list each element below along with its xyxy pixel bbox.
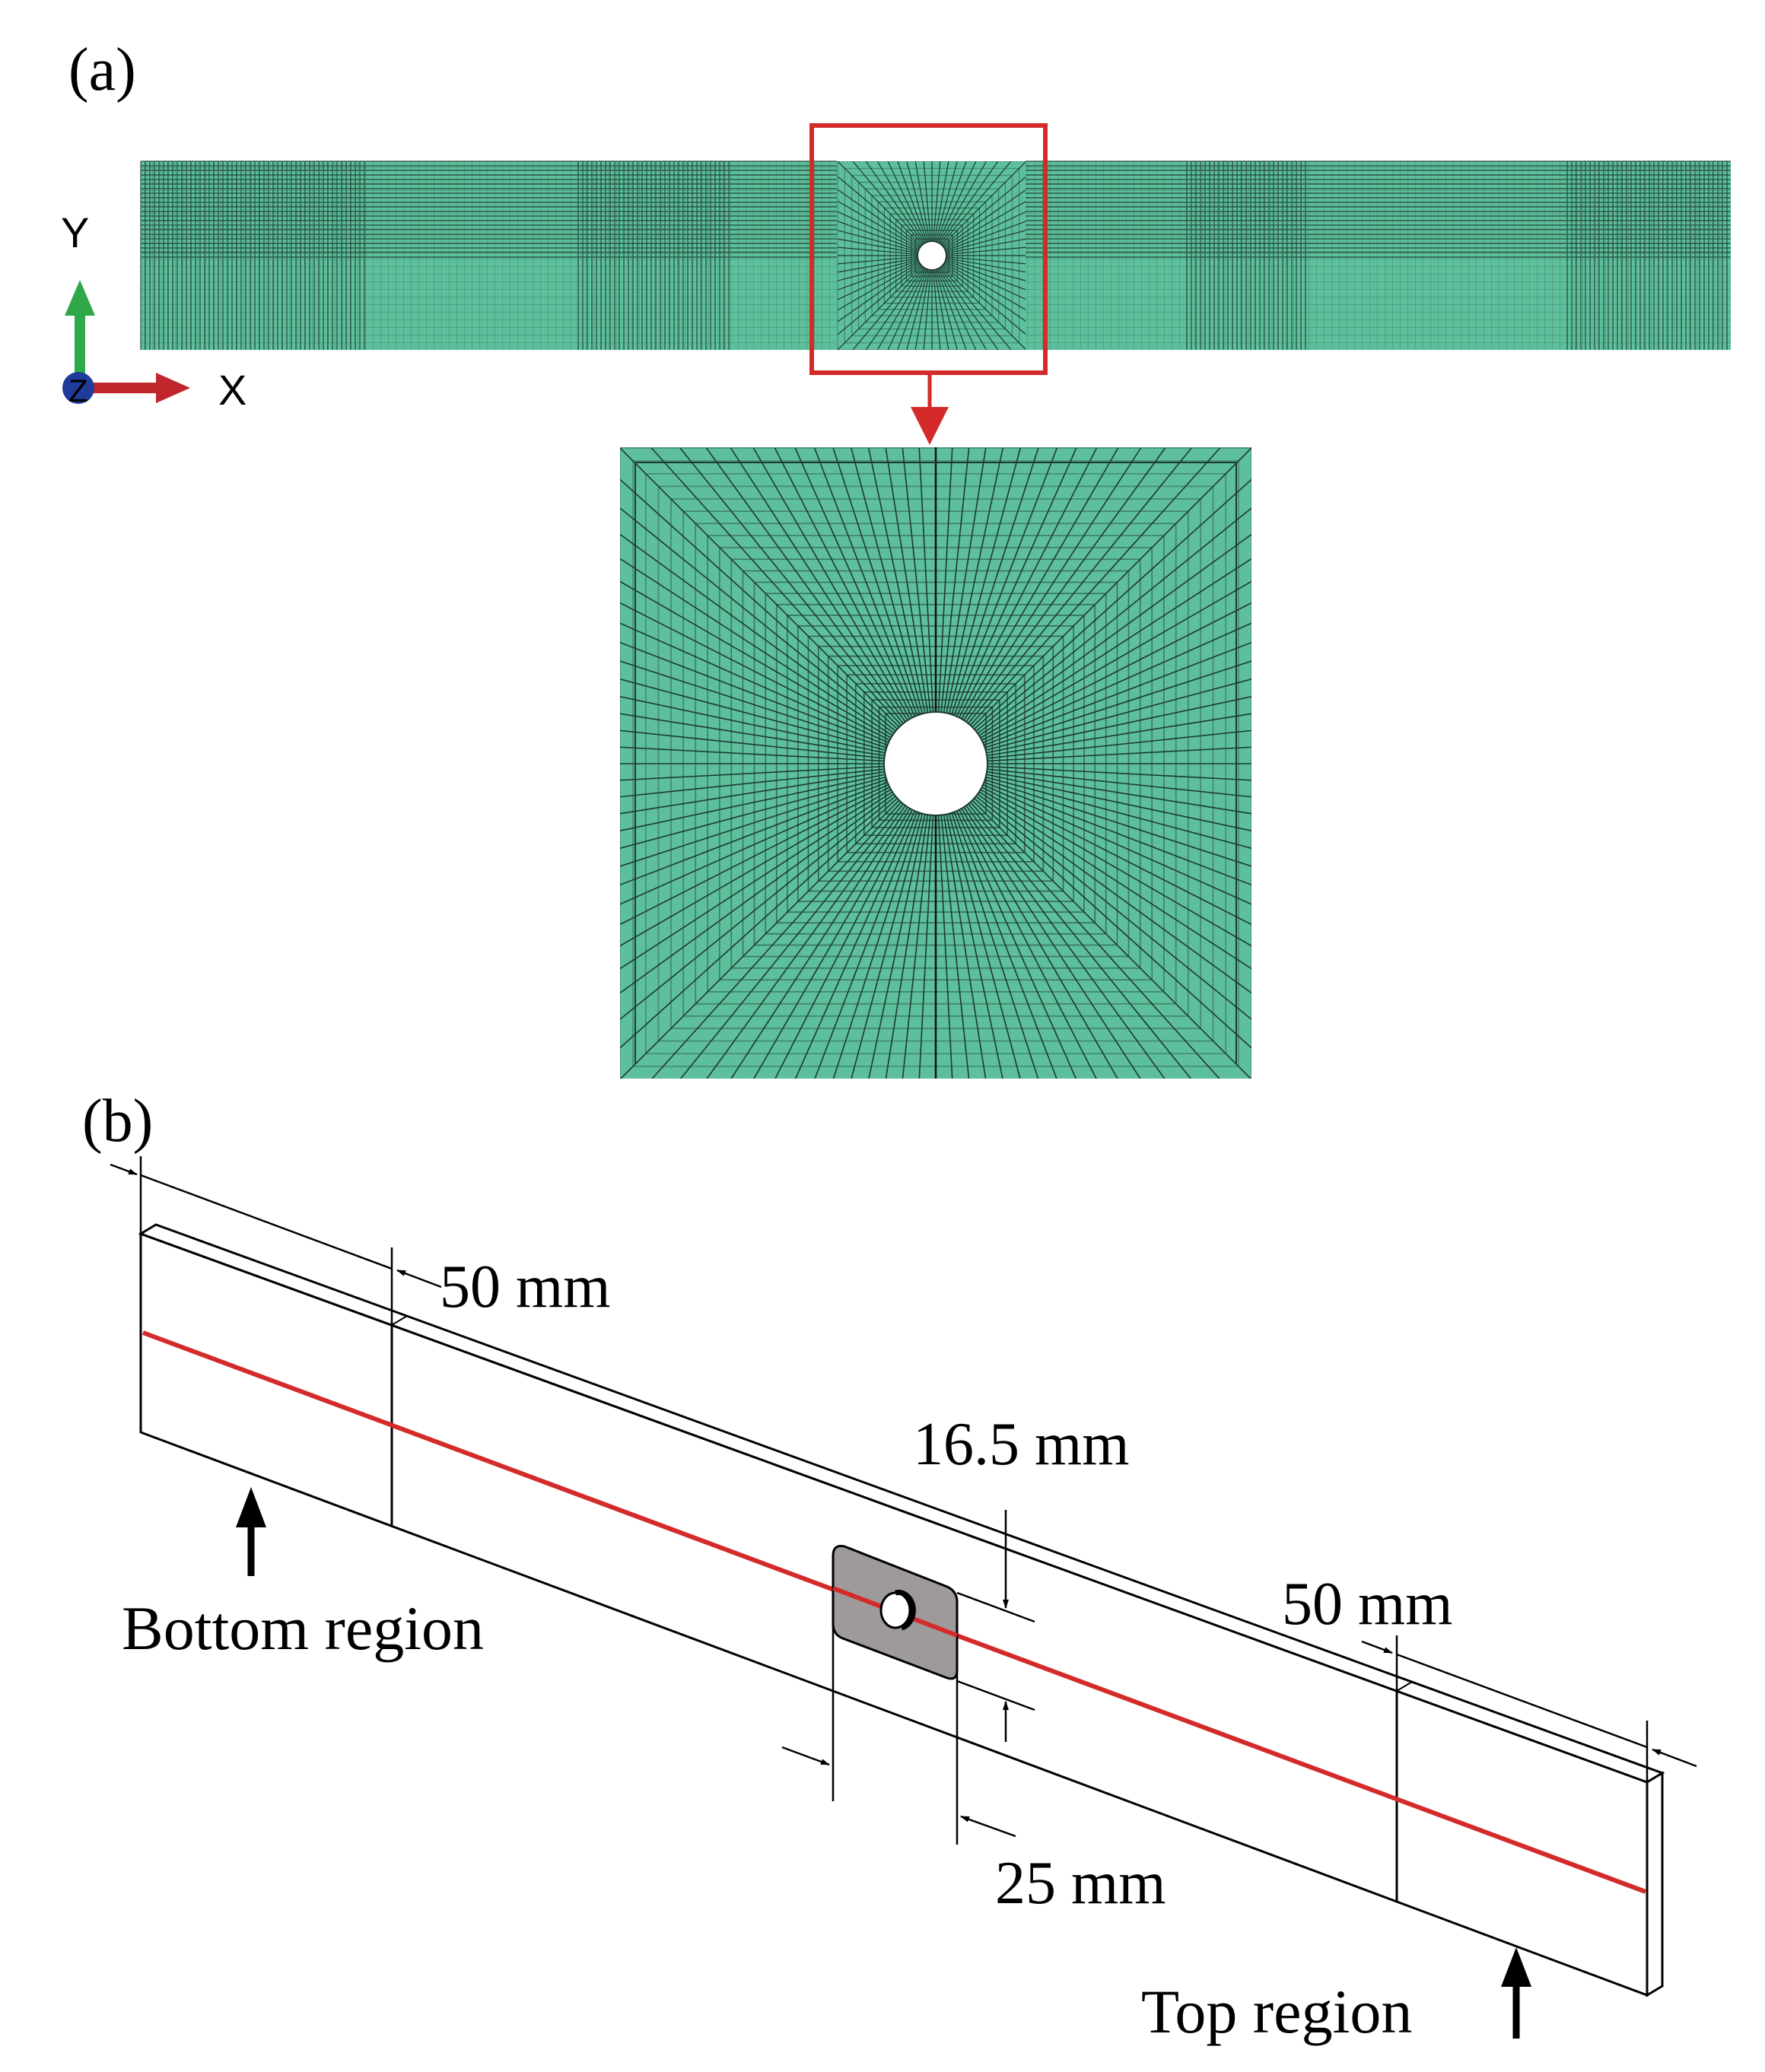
small-mesh-region	[837, 161, 1026, 350]
top-region-label: Top region	[1141, 1977, 1412, 2046]
dim-label-top-right: 50 mm	[1282, 1571, 1452, 1638]
x-axis-label: X	[218, 366, 246, 414]
axis-triad: Z Y X	[61, 208, 246, 414]
dim-label-hole-height: 16.5 mm	[913, 1411, 1129, 1478]
z-axis-dot	[62, 372, 94, 404]
dim-label-hole-width: 25 mm	[995, 1850, 1166, 1917]
patch-hole	[879, 1591, 911, 1629]
top-region-arrow	[1501, 1947, 1531, 2039]
bottom-region-label: Bottom region	[122, 1594, 484, 1663]
mesh-strip	[140, 160, 1731, 350]
x-axis-arrowhead	[156, 373, 190, 403]
bottom-region-arrow	[236, 1487, 266, 1576]
panel-b-label: (b)	[82, 1088, 153, 1155]
dimension-lines	[110, 1156, 1697, 1845]
z-axis-label: Z	[68, 373, 88, 408]
zoomed-mesh	[620, 447, 1251, 1079]
y-axis-arrowhead	[65, 280, 95, 316]
y-axis-label: Y	[61, 208, 89, 256]
dim-label-top-left: 50 mm	[440, 1254, 610, 1320]
zoomed-hole	[883, 711, 988, 816]
hole-patch	[832, 1545, 959, 1680]
specimen-end-face	[1646, 1771, 1664, 1997]
panel-a-label: (a)	[68, 37, 136, 103]
